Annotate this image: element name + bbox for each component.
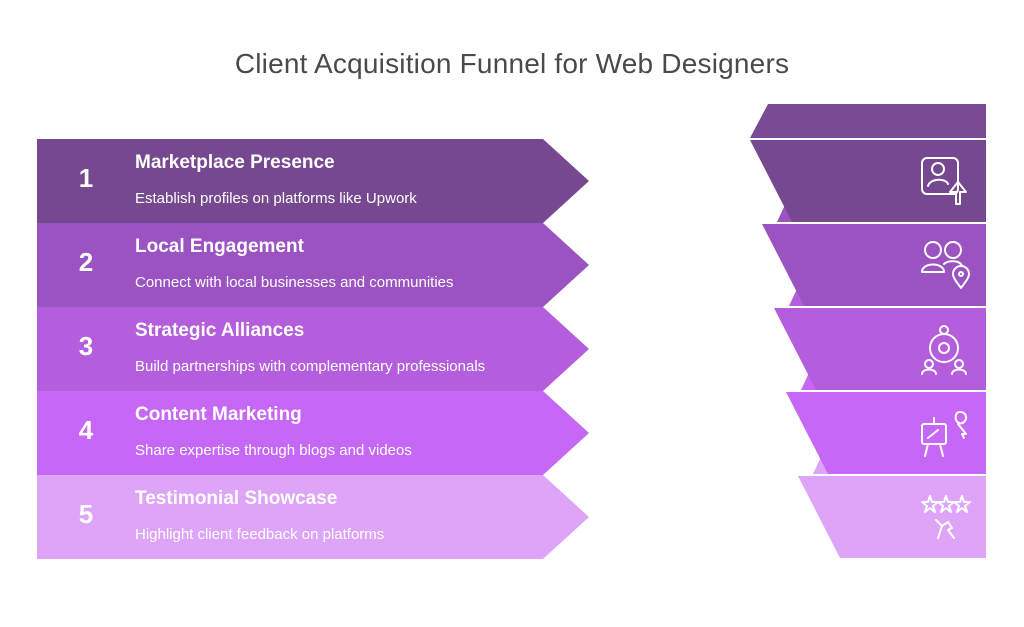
stage-4-band (37, 391, 589, 475)
stage-4-description: Share expertise through blogs and videos (135, 442, 412, 459)
stage-2-row: 2 Local Engagement Connect with local bu… (37, 223, 589, 307)
stage-4-row: 4 Content Marketing Share expertise thro… (37, 391, 589, 475)
stage-2-heading: Local Engagement (135, 236, 304, 257)
people-location-icon (921, 241, 970, 289)
presentation-easel-icon (921, 411, 968, 457)
stage-2-number: 2 (78, 247, 94, 277)
funnel-segment-1 (750, 140, 986, 222)
stage-1-number: 1 (78, 163, 94, 193)
stage-4-number: 4 (78, 415, 94, 445)
stage-2-band (37, 223, 589, 307)
stage-3-description: Build partnerships with complementary pr… (135, 358, 486, 375)
funnel-segment-5 (798, 476, 986, 558)
funnel-segment-2 (762, 224, 986, 306)
profile-upload-icon (921, 157, 967, 205)
stage-1-row: 1 Marketplace Presence Establish profile… (37, 139, 589, 223)
stage-1-band (37, 139, 589, 223)
stage-5-heading: Testimonial Showcase (135, 488, 338, 509)
funnel-segment-3 (774, 308, 986, 390)
stage-4-heading: Content Marketing (135, 404, 302, 425)
stage-1-description: Establish profiles on platforms like Upw… (135, 190, 417, 207)
page-title: Client Acquisition Funnel for Web Design… (234, 48, 790, 79)
stage-5-description: Highlight client feedback on platforms (135, 526, 385, 543)
stage-3-band (37, 307, 589, 391)
stage-5-band (37, 475, 589, 559)
stage-5-number: 5 (78, 499, 94, 529)
stage-1-heading: Marketplace Presence (135, 152, 335, 173)
network-gear-icon (921, 325, 967, 375)
stage-2-description: Connect with local businesses and commun… (135, 274, 454, 291)
stars-hand-icon (921, 495, 971, 539)
stage-3-number: 3 (78, 331, 94, 361)
funnel-top-rim (750, 104, 986, 138)
funnel-graphic (750, 104, 986, 558)
stage-3-heading: Strategic Alliances (135, 320, 305, 341)
stage-3-row: 3 Strategic Alliances Build partnerships… (37, 307, 589, 391)
stage-5-row: 5 Testimonial Showcase Highlight client … (37, 475, 589, 559)
funnel-segment-4 (786, 392, 986, 474)
